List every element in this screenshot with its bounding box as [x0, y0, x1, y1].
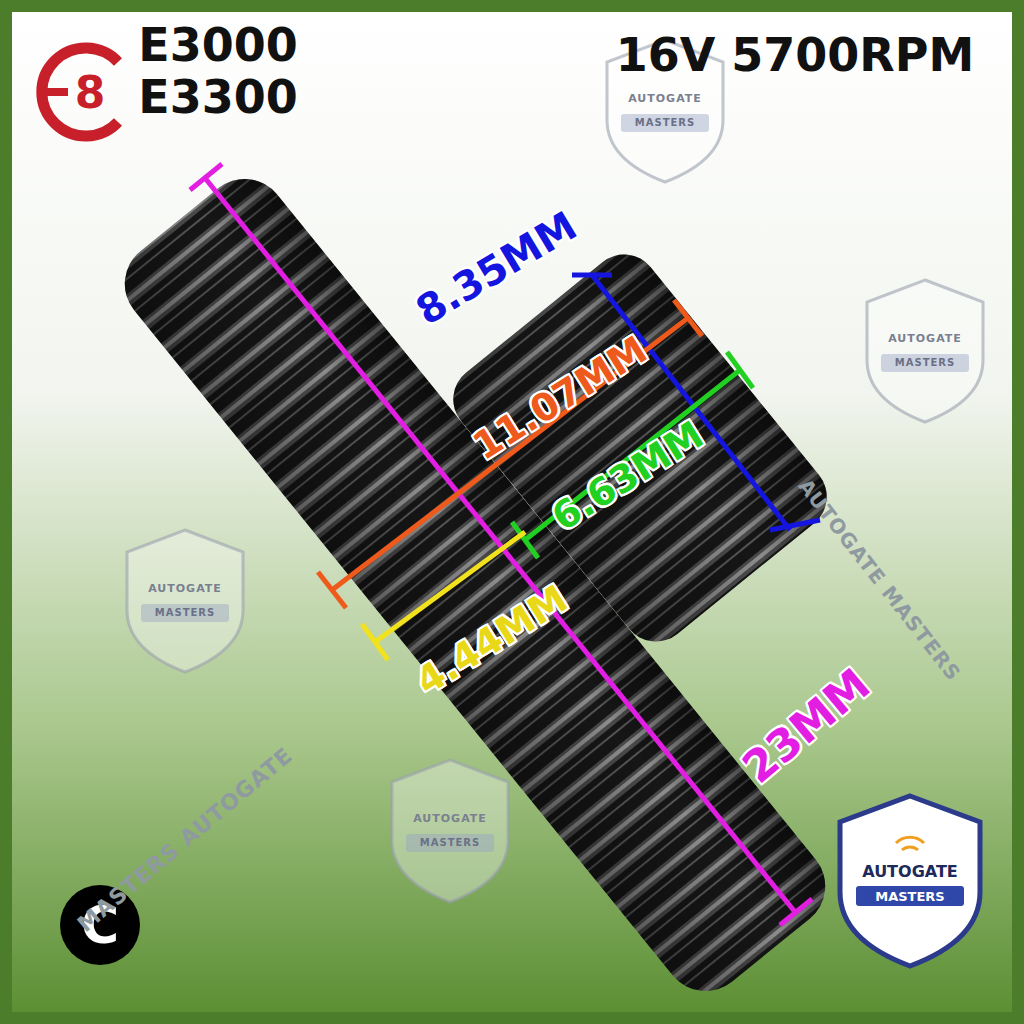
background [12, 12, 1012, 1012]
watermark: MASTERS [420, 838, 480, 848]
watermark: AUTOGATE [888, 333, 962, 344]
watermark: AUTOGATE [413, 813, 487, 824]
model-name: E3000 [138, 22, 297, 68]
dimension-label: 11.07MM [467, 330, 653, 466]
dimension-label: 4.44MM [410, 579, 574, 701]
brand-logo [42, 48, 118, 136]
model-name: E3300 [138, 74, 297, 120]
brand-name: AUTOGATE [862, 864, 958, 880]
watermark-shield [867, 280, 983, 422]
logo-mark: 8 [75, 71, 106, 115]
watermark: MASTERS [635, 118, 695, 128]
watermark: AUTOGATE [148, 583, 222, 594]
dimension-label: 8.35MM [409, 205, 582, 331]
dimension-label: 23MM [735, 661, 877, 790]
small-gear [439, 241, 840, 656]
watermark: MASTERS [155, 608, 215, 618]
watermark: MASTERS [895, 358, 955, 368]
watermark: AUTOGATE MASTERS [795, 476, 964, 685]
brand-name: MASTERS [875, 890, 944, 903]
dimension-label: 6.63MM [546, 415, 710, 537]
brand-logo [44, 88, 68, 96]
dimension-line [190, 164, 812, 925]
large-gear [108, 162, 843, 1008]
motor-spec: 16V 5700RPM [616, 32, 975, 78]
watermark-shield [392, 760, 508, 902]
watermark-shield [127, 530, 243, 672]
watermark: AUTOGATE [628, 93, 702, 104]
watermark: MASTERS AUTOGATE [74, 744, 297, 936]
brand-shield [840, 796, 980, 966]
